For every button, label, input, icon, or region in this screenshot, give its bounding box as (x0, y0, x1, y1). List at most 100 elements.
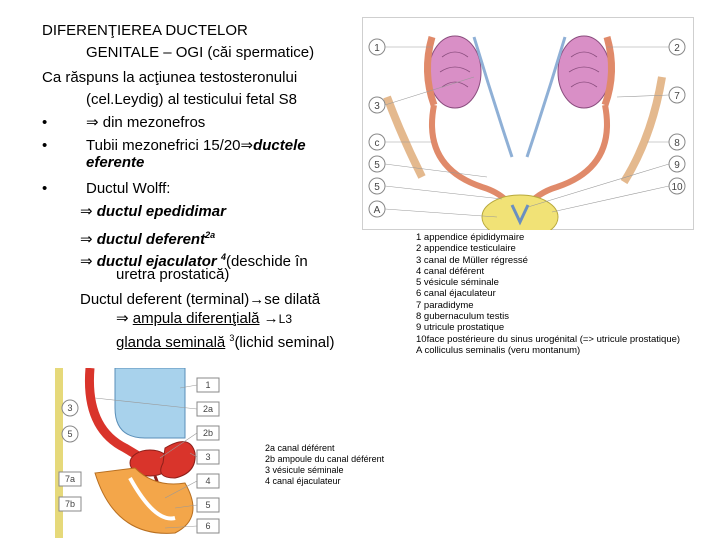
terminal-text-2: se dilată (264, 291, 321, 308)
figure2-label-right-4: 3 (196, 449, 220, 465)
figure1-label-left-4: 5 (368, 155, 386, 173)
prostatic-utricle (510, 204, 530, 226)
ampula-line: ⇒ ampula diferenţială →L3 (116, 310, 292, 328)
figure1-label-left-1: 1 (368, 38, 386, 56)
legend-item: 4 canal éjaculateur (265, 476, 341, 486)
arrow-icon: ⇒ (86, 114, 99, 131)
svg-text:3: 3 (67, 403, 72, 413)
bullet-dot-2: • (42, 137, 48, 154)
right-epididymis (601, 36, 616, 107)
figure2-label-right-6: 5 (196, 497, 220, 513)
ampula-ref: L3 (278, 312, 293, 326)
svg-text:7a: 7a (65, 474, 75, 484)
bullet-2: Tubii mezonefrici 15/20⇒ductele (86, 137, 306, 155)
svg-text:6: 6 (205, 521, 210, 531)
svg-text:2: 2 (674, 43, 680, 54)
duct-item-3: ⇒ ductul ejaculator 4(deschide în (80, 248, 308, 271)
ampula-text: ampula diferenţială (132, 310, 260, 327)
svg-text:c: c (375, 138, 380, 149)
duct-item-2: ⇒ ductul deferent2a (80, 226, 215, 249)
duct-item-3-text: ductul ejaculator (96, 253, 217, 270)
svg-text:3: 3 (374, 101, 380, 112)
duct-item-2-text: ductul deferent (96, 231, 206, 248)
figure2-label-right-1: 1 (196, 377, 220, 393)
svg-text:5: 5 (374, 182, 380, 193)
figure2-label-left-1: 3 (61, 399, 79, 417)
legend-item: A colliculus seminalis (veru montanum) (416, 344, 581, 356)
duct-item-1: ⇒ ductul epedidimar (80, 203, 226, 221)
glanda-line: glanda seminală 3(lichid seminal) (116, 329, 334, 352)
terminal-text: Ductul deferent (terminal) (80, 291, 250, 308)
duct-item-3-continuation: uretra prostatică) (116, 266, 230, 283)
figure1-label-right-5: 10 (668, 177, 686, 195)
svg-text:8: 8 (674, 138, 680, 149)
genital-ducts-diagram: 1 3 c 5 5 A 2 7 8 9 10 (362, 17, 694, 230)
intro-line-1: Ca răspuns la acţiunea testosteronului (42, 69, 298, 86)
figure1-label-right-1: 2 (668, 38, 686, 56)
bullet-2-text: Tubii mezonefrici 15/20 (86, 137, 241, 154)
duct-item-3-note: (deschide în (225, 253, 308, 270)
figure2-label-left-2: 5 (61, 425, 79, 443)
svg-text:2b: 2b (203, 428, 213, 438)
legend-item: 7 paradidyme (416, 299, 474, 311)
figure2-label-left-3: 7a (58, 471, 82, 487)
vas-deferens (84, 368, 153, 467)
legend-item: 10face postérieure du sinus urogénital (… (416, 333, 681, 345)
svg-text:7: 7 (674, 91, 680, 102)
legend-item: 5 vésicule séminale (416, 277, 499, 289)
figure1-label-left-3: c (368, 133, 386, 151)
legend-item: 2a canal déférent (265, 443, 335, 453)
legend-item: 1 appendice épididymaire (416, 232, 525, 243)
legend-item: 3 vésicule séminale (265, 465, 344, 475)
figure1-label-left-2: 3 (368, 96, 386, 114)
arrow-icon: ⇒ (80, 253, 93, 270)
glanda-ref: 3 (229, 333, 235, 343)
glanda-note: (lichid seminal) (234, 334, 335, 351)
svg-text:9: 9 (674, 160, 680, 171)
svg-text:A: A (374, 205, 381, 216)
legend-item: 4 canal déférent (416, 265, 485, 277)
svg-text:10: 10 (671, 182, 683, 193)
duct-item-2-ref: 2a (205, 230, 216, 240)
legend-item: 2b ampoule du canal déférent (265, 454, 385, 464)
svg-text:5: 5 (205, 500, 210, 510)
bullet-2-emphasis: ductele (253, 137, 306, 154)
terminal-line: Ductul deferent (terminal)→se dilată (80, 291, 320, 309)
svg-text:4: 4 (205, 476, 210, 486)
urethra (128, 477, 176, 521)
right-arrow-icon: → (249, 291, 265, 308)
left-mullerian-remnant (472, 36, 514, 158)
svg-text:5: 5 (67, 429, 72, 439)
arrow-icon: ⇒ (80, 203, 93, 220)
legend-item: 2 appendice testiculaire (416, 243, 516, 255)
figure2-legend: 2a canal déférent 2b ampoule du canal dé… (265, 443, 384, 487)
svg-text:7b: 7b (65, 499, 75, 509)
bullet-3: Ductul Wolff: (86, 180, 171, 197)
figure1-label-left-6: A (368, 200, 386, 218)
left-epididymis (423, 36, 438, 107)
svg-text:5: 5 (374, 160, 380, 171)
right-mullerian-remnant (525, 36, 567, 158)
intro-line-2: (cel.Leydig) al testicului fetal S8 (86, 91, 297, 108)
bullet-2-continuation: eferente (86, 154, 145, 171)
figure1-label-right-3: 8 (668, 133, 686, 151)
left-band (55, 368, 63, 538)
glanda-text: glanda seminală (116, 334, 226, 351)
svg-text:2a: 2a (203, 404, 213, 414)
figure2-label-right-5: 4 (196, 473, 220, 489)
legend-item: 6 canal éjaculateur (416, 288, 496, 300)
figure1-legend: 1 appendice épididymaire 2 appendice tes… (416, 232, 680, 356)
svg-text:3: 3 (205, 452, 210, 462)
bladder (114, 368, 186, 439)
arrow-icon: ⇒ (80, 231, 93, 248)
figure2-label-left-4: 7b (58, 496, 82, 512)
left-testis (428, 35, 482, 109)
bullet-1: ⇒ din mezonefros (86, 114, 205, 132)
legend-item: 9 utricule prostatique (416, 322, 505, 334)
right-arrow-icon: → (263, 310, 279, 327)
title-line-2: GENITALE – OGI (căi spermatice) (86, 44, 315, 61)
legend-item: 3 canal de Müller régressé (416, 254, 528, 266)
legend-item: 8 gubernaculum testis (416, 311, 509, 323)
duct-item-1-text: ductul epedidimar (96, 203, 226, 220)
seminal-vesicle (160, 441, 196, 479)
